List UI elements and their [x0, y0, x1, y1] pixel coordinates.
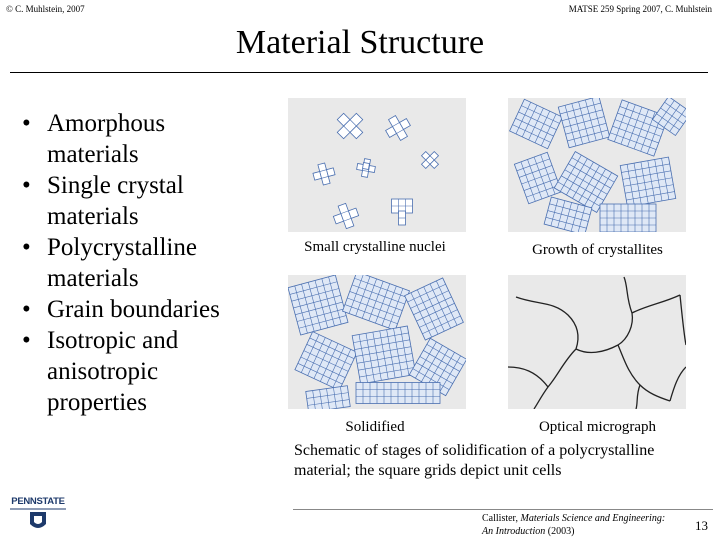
bullet-dot-icon: •: [22, 296, 31, 323]
caption-growth: Growth of crystallites: [532, 242, 663, 258]
panel-growth-image: [508, 98, 686, 232]
bullet-dot-icon: •: [22, 327, 31, 354]
source-credit: Callister, Materials Science and Enginee…: [482, 513, 666, 537]
title-divider: [10, 72, 708, 73]
micrograph-illustration: [508, 276, 686, 409]
bullet-dot-icon: •: [22, 234, 31, 261]
page-number: 13: [695, 518, 708, 533]
nuclei-illustration: [312, 112, 440, 230]
panel-nuclei-image: [288, 98, 466, 232]
slide-title: Material Structure: [235, 24, 485, 61]
bullet-dot-icon: •: [22, 110, 31, 137]
solidified-illustration: [288, 275, 466, 409]
bullet-dot-icon: •: [22, 172, 31, 199]
caption-solidified: Solidified: [345, 419, 405, 435]
header-course: MATSE 259 Spring 2007, C. Muhlstein: [568, 4, 712, 14]
panel-micrograph-image: [508, 275, 686, 409]
pennstate-logo-text: PENNSTATE: [11, 496, 65, 507]
shield-icon: [10, 508, 66, 528]
pennstate-logo: PENNSTATE: [8, 496, 68, 536]
bullet-item: •Grain boundaries: [22, 296, 220, 323]
footer-divider: [293, 509, 713, 510]
growth-illustration: [509, 98, 686, 232]
panel-solidified-image: [288, 275, 466, 409]
caption-nuclei: Small crystalline nuclei: [304, 239, 446, 255]
figure-caption: Schematic of stages of solidification of…: [294, 442, 655, 479]
caption-micrograph: Optical micrograph: [538, 419, 657, 435]
header-copyright: © C. Muhlstein, 2007: [6, 4, 85, 14]
